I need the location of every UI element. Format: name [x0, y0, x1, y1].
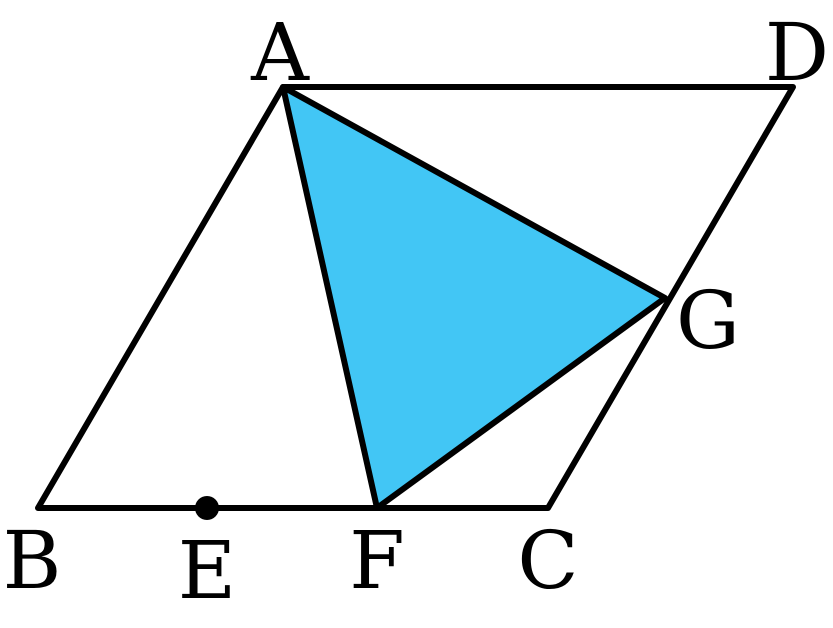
point-e [195, 496, 219, 520]
label-c: C [517, 514, 578, 607]
label-e: E [178, 524, 236, 617]
parallelogram-abcd [35, 84, 796, 511]
label-f: F [349, 514, 405, 607]
label-d: D [765, 6, 829, 99]
label-a: A [250, 6, 310, 99]
label-b: B [3, 514, 62, 607]
triangle-afg [280, 84, 668, 511]
label-g: G [676, 274, 740, 367]
